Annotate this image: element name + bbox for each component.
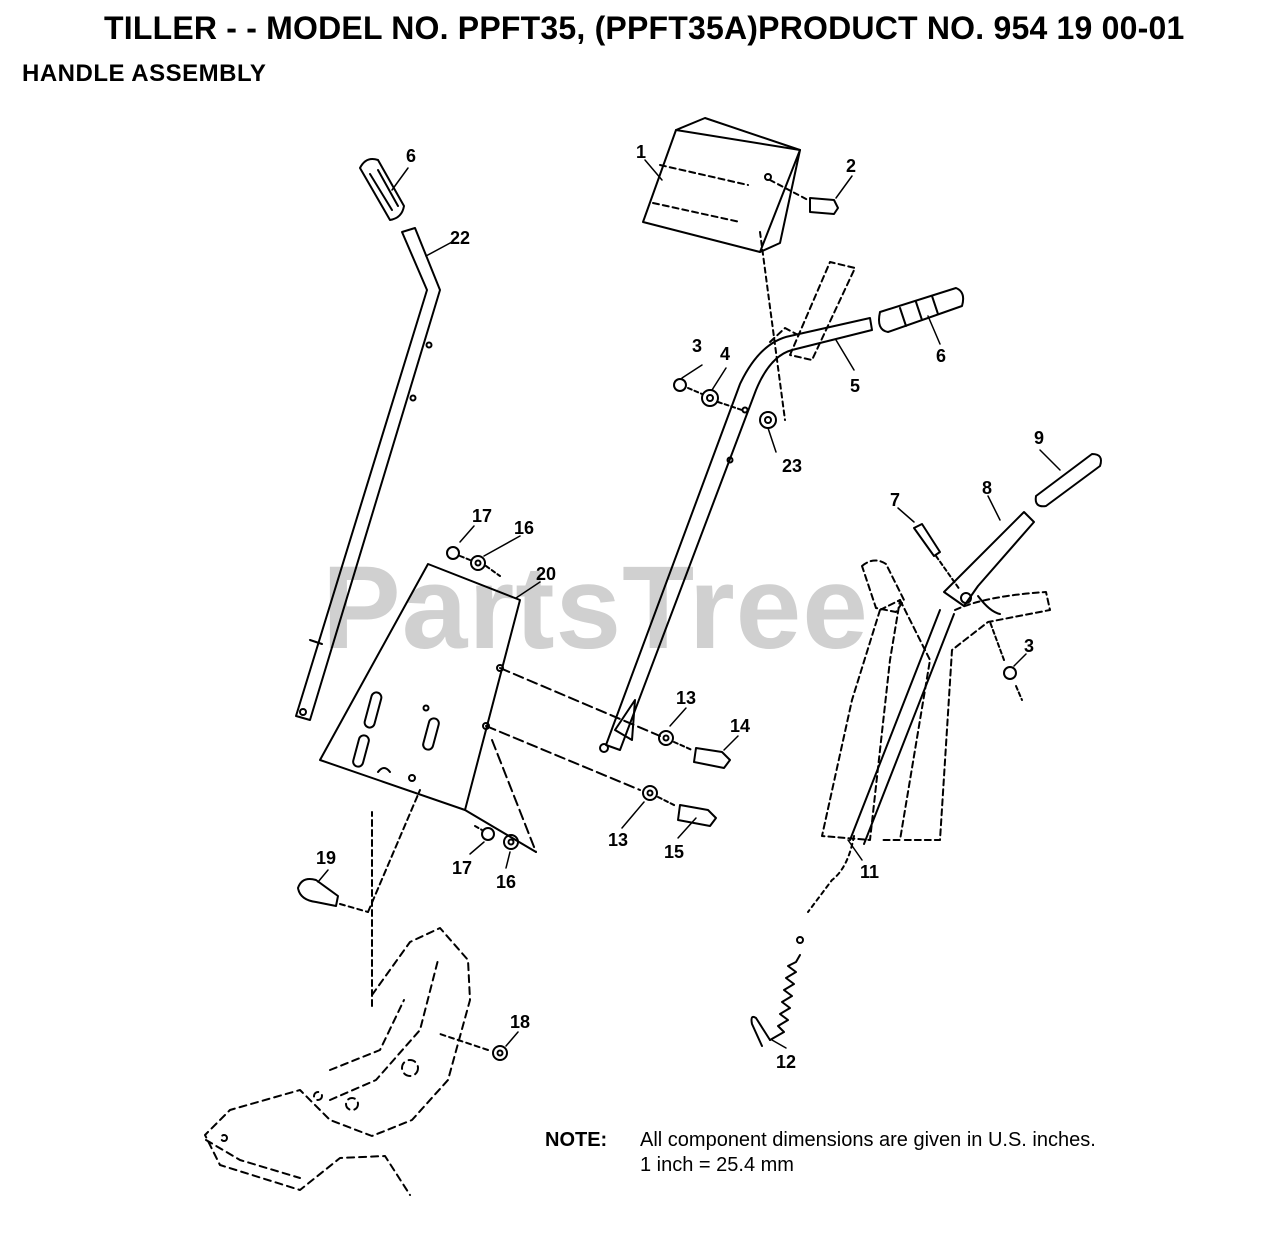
callout-6-right: 6 [936,346,946,366]
callout-17-lower: 17 [452,858,472,878]
callout-3-right: 3 [1024,636,1034,656]
control-panel [642,117,801,253]
callout-9: 9 [1034,428,1044,448]
callout-numbers: 1 2 3 4 5 6 6 22 23 9 8 7 17 16 20 3 13 … [316,142,1044,1072]
callout-11: 11 [860,862,879,882]
right-grip [878,287,965,333]
watermark: PartsTree [322,542,869,674]
callout-3-upper: 3 [692,336,702,356]
upper-plate-fasteners [446,546,501,577]
callout-18: 18 [510,1012,530,1032]
clutch-handle-assembly [796,559,1051,944]
callout-13-upper: 13 [676,688,696,708]
tiller-frame-ghost [204,927,471,1196]
callout-22: 22 [450,228,470,248]
note-dimensions-text: All component dimensions are given in U.… [640,1129,1096,1151]
callout-7: 7 [890,490,900,510]
callout-16-upper: 16 [514,518,534,538]
right-handle-tube [599,317,873,753]
lever-assembly [913,453,1102,615]
callout-2: 2 [846,156,856,176]
note-label: NOTE: [545,1129,608,1151]
callout-19: 19 [316,848,336,868]
callout-16-lower: 16 [496,872,516,892]
lower-nut [371,811,508,1061]
callout-23: 23 [782,456,802,476]
screw [769,179,839,215]
handle-bolts-washers [642,730,731,827]
left-handle-tube [295,227,441,721]
left-grip [359,158,405,221]
callout-6-left: 6 [406,146,416,166]
mounting-center-lines [464,667,661,853]
spring [750,954,801,1047]
callout-4: 4 [720,344,730,364]
callout-14: 14 [730,716,750,736]
callout-15: 15 [664,842,684,862]
callout-13-lower: 13 [608,830,628,850]
callout-17-upper: 17 [472,506,492,526]
note-conversion-text: 1 inch = 25.4 mm [640,1154,794,1176]
callout-1: 1 [636,142,646,162]
callout-20: 20 [536,564,556,584]
callout-12: 12 [776,1052,796,1072]
handle-ghost-outline [769,261,856,361]
lower-plate-fasteners [474,825,519,850]
callout-leaders [317,159,1061,1049]
page-title: TILLER - - MODEL NO. PPFT35, (PPFT35A)PR… [104,10,1185,46]
carriage-bolt [297,789,421,913]
callout-5: 5 [850,376,860,396]
callout-8: 8 [982,478,992,498]
lever-nut [989,621,1023,701]
upper-nut-washers [673,231,786,429]
assembly-subtitle: HANDLE ASSEMBLY [22,60,267,87]
mounting-plate [319,563,521,811]
